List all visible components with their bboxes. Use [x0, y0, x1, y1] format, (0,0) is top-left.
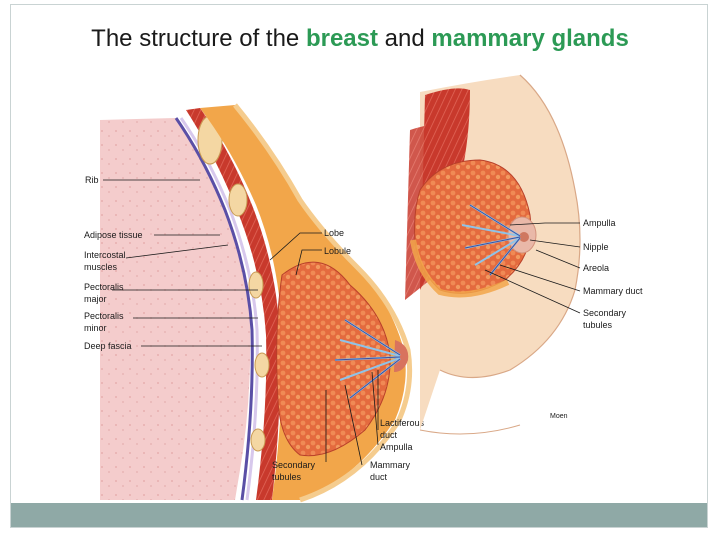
label-rib: Rib	[85, 175, 99, 185]
nipple-anterior	[519, 232, 529, 242]
skin	[233, 103, 413, 503]
label-secondary-tubules-line2-left: tubules	[272, 472, 302, 482]
title-highlight-mammary-glands: mammary glands	[431, 25, 629, 52]
label-deep-fascia: Deep fascia	[84, 341, 132, 351]
illustrator-signature: Moen	[550, 413, 568, 420]
label-lobe: Lobe	[324, 228, 344, 238]
label-mammary-duct-line2-left: duct	[370, 472, 388, 482]
label-lactiferous-line2: duct	[380, 430, 398, 440]
slide-frame	[10, 4, 708, 528]
label-ampulla-right: Ampulla	[583, 218, 616, 228]
glandular-tissue	[276, 261, 391, 457]
label-lactiferous-line1: Lactiferous	[380, 418, 425, 428]
label-secondary-tubules-line2-right: tubules	[583, 320, 613, 330]
sagittal-section: Rib Adipose tissue Intercostal muscles P…	[84, 103, 425, 503]
lung-tissue	[100, 118, 251, 500]
label-areola: Areola	[583, 263, 609, 273]
label-pectoralis-major-line2: major	[84, 294, 107, 304]
title-highlight-breast: breast	[305, 25, 378, 52]
label-intercostal-line1: Intercostal	[84, 250, 126, 260]
label-secondary-tubules-line1-left: Secondary	[272, 460, 316, 470]
label-ampulla-left: Ampulla	[380, 442, 413, 452]
label-pectoralis-minor-line1: Pectoralis	[84, 311, 124, 321]
footer-bar	[11, 503, 707, 527]
label-pectoralis-minor-line2: minor	[84, 323, 107, 333]
nipple	[394, 340, 409, 372]
label-mammary-duct-right: Mammary duct	[583, 286, 643, 296]
label-mammary-duct-line1-left: Mammary	[370, 460, 410, 470]
label-pectoralis-major-line1: Pectoralis	[84, 282, 124, 292]
label-secondary-tubules-line1-right: Secondary	[583, 308, 627, 318]
label-lobule: Lobule	[324, 246, 351, 256]
anterior-view: Ampulla Nipple Areola Mammary duct Secon…	[405, 74, 643, 435]
deep-fascia-line	[174, 117, 254, 501]
title-prefix: The structure of the	[91, 25, 306, 52]
label-nipple: Nipple	[583, 242, 609, 252]
title-middle: and	[378, 25, 432, 52]
label-adipose-tissue: Adipose tissue	[84, 230, 143, 240]
slide-title: The structure of the breast and mammary …	[0, 25, 720, 53]
label-intercostal-line2: muscles	[84, 262, 118, 272]
